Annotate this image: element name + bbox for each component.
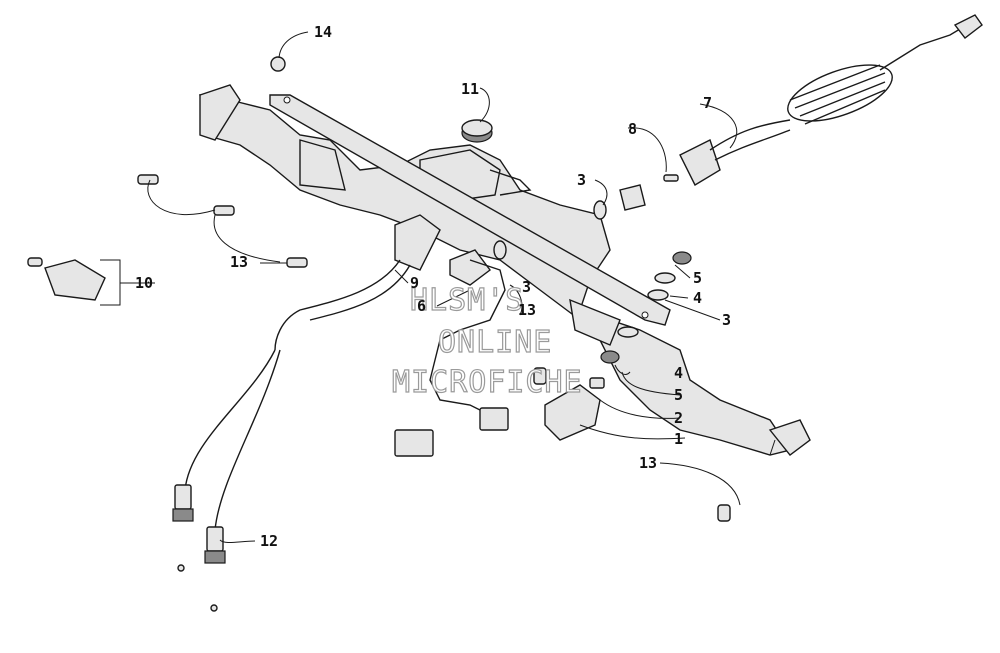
callout-9: 9	[410, 274, 419, 292]
callout-3-right: 3	[722, 311, 731, 329]
leader-lines	[100, 31, 776, 544]
harness-part	[184, 214, 441, 531]
callout-14: 14	[314, 23, 332, 41]
callout-4-bottom: 4	[674, 364, 683, 382]
ignition-switch-part	[394, 249, 509, 457]
tether-switch-part	[619, 14, 983, 211]
relay-part	[544, 377, 605, 441]
watermark-line-1: HLSM'S	[410, 283, 524, 318]
watermark-line-3: MICROFICHE	[392, 365, 583, 400]
callout-12: 12	[260, 532, 278, 550]
coil-cord	[787, 64, 893, 125]
support-bar-part	[269, 94, 671, 326]
callout-7: 7	[703, 94, 712, 112]
callout-2: 2	[674, 409, 683, 427]
washer-part-group	[493, 200, 692, 364]
callout-13-right: 13	[639, 454, 657, 472]
callout-3-top: 3	[577, 171, 586, 189]
knob-part	[27, 257, 106, 301]
callout-5-bottom: 5	[674, 386, 683, 404]
callout-8: 8	[628, 120, 637, 138]
callout-10: 10	[135, 274, 153, 292]
callout-11: 11	[461, 80, 479, 98]
callout-labels: 14 11 7 8 3 13 10 9 3 6 13 5 4 3 4 5 2 1…	[135, 23, 731, 550]
callout-4-top: 4	[693, 289, 702, 307]
ball-part	[270, 56, 286, 72]
callout-6: 6	[417, 297, 426, 315]
watermark-line-2: ONLINE	[438, 325, 552, 360]
watermark: HLSM'S ONLINE MICROFICHE	[391, 282, 583, 400]
grommet-part	[461, 119, 493, 143]
cable-end-part	[172, 484, 226, 612]
callout-13-left: 13	[230, 253, 248, 271]
callout-3-mid: 3	[522, 278, 531, 296]
callout-1: 1	[674, 430, 683, 448]
callout-13-mid: 13	[518, 301, 536, 319]
callout-5-top: 5	[693, 269, 702, 287]
